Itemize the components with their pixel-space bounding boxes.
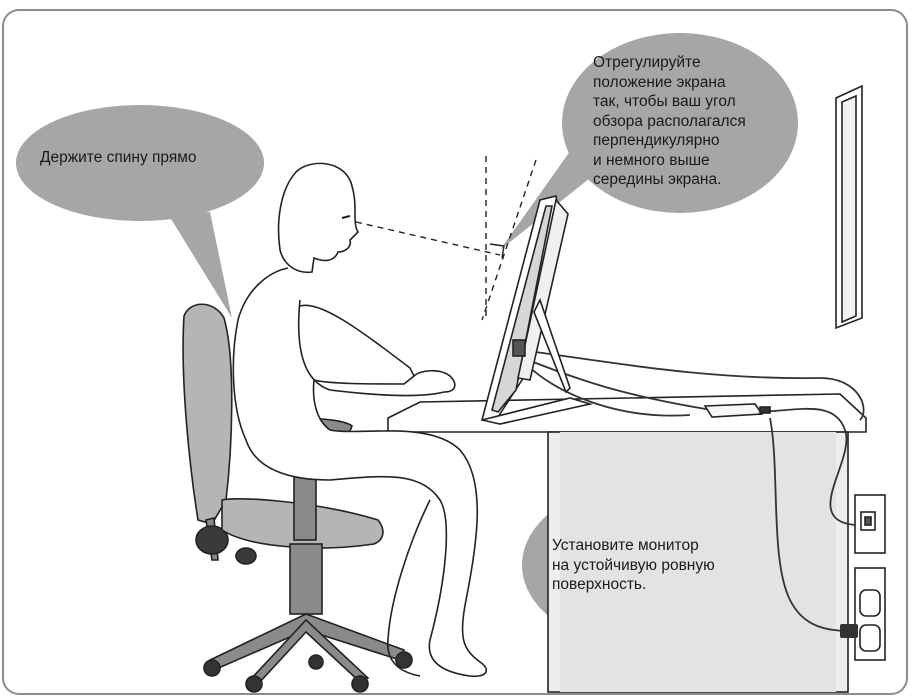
cables [519, 349, 865, 633]
tip-line: середины экрана. [593, 171, 722, 188]
seated-person [232, 162, 488, 678]
wall-frame [835, 84, 863, 330]
power-plug [840, 624, 858, 638]
tip-line: так, чтобы ваш угол [593, 93, 736, 110]
viewing-angle-guide [355, 156, 537, 321]
power-adapter [703, 403, 771, 418]
tip-stable-surface: Установите монитор на устойчивую ровную … [552, 536, 715, 595]
tip-adjust-screen: Отрегулируйте положение экрана так, чтоб… [593, 53, 746, 190]
network-wall-outlet [854, 494, 886, 554]
tip-line: на устойчивую ровную [552, 556, 715, 574]
tip-line: перпендикулярно [593, 132, 720, 149]
monitor [480, 195, 594, 425]
tip-line: обзора располагался [593, 112, 746, 130]
bubble-screen-tip [500, 33, 798, 250]
right-angle-marker [489, 243, 505, 259]
tip-line: Держите спину прямо [40, 149, 197, 166]
bubble-back-tip [16, 105, 264, 318]
tip-line: Отрегулируйте [593, 54, 701, 71]
tip-line: поверхность. [552, 576, 647, 593]
tip-keep-back-straight: Держите спину прямо [40, 148, 197, 168]
power-wall-outlet [854, 567, 886, 661]
tip-line: и немного выше [593, 151, 710, 169]
tip-line: положение экрана [593, 73, 726, 91]
tip-line: Установите монитор [552, 537, 699, 554]
